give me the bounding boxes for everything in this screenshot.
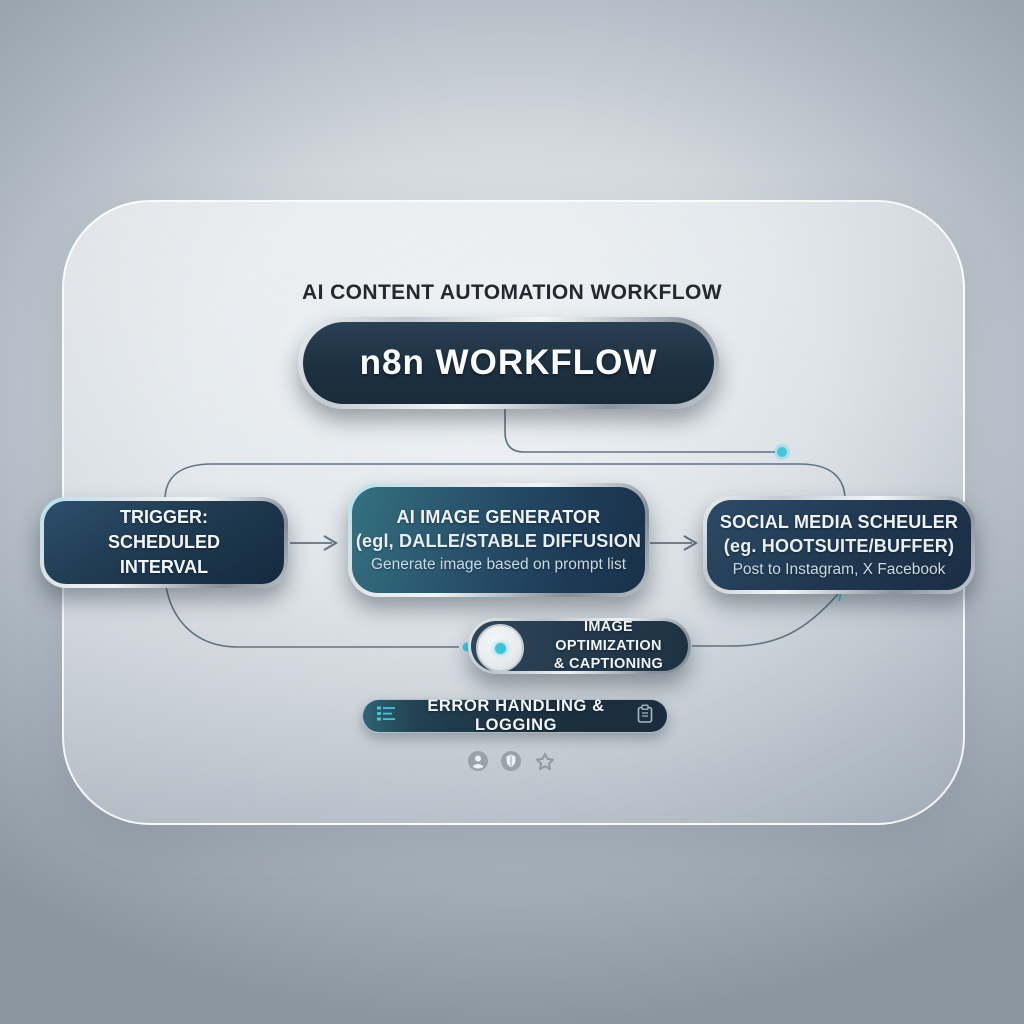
generator-description: Generate image based on prompt list — [370, 556, 627, 574]
node-error-handling: ERROR HANDLING & LOGGING — [362, 697, 668, 734]
generator-title: AI IMAGE GENERATOR — [396, 506, 601, 527]
trigger-line-2: SCHEDULED — [107, 532, 220, 553]
optimization-line-2: & CAPTIONING — [553, 656, 664, 673]
optimization-line-1: IMAGE OPTIMIZATION — [555, 618, 662, 654]
trigger-line-1: TRIGGER: — [120, 507, 208, 528]
teal-knob-dot-icon — [494, 642, 506, 654]
node-image-optimization: IMAGE OPTIMIZATION & CAPTIONING — [468, 618, 691, 674]
generator-subtitle: (egl, DALLE/STABLE DIFFUSION — [355, 530, 642, 551]
log-list-icon — [376, 704, 396, 729]
scheduler-title: SOCIAL MEDIA SCHEULER — [719, 511, 959, 532]
scheduler-description: Post to Instagram, X Facebook — [732, 561, 946, 579]
toggle-knob — [476, 624, 524, 672]
diagram-title: AI CONTENT AUTOMATION WORKFLOW — [302, 281, 722, 304]
user-badge-icon — [467, 750, 489, 774]
shield-badge-icon — [500, 750, 522, 774]
node-trigger: TRIGGER: SCHEDULED INTERVAL — [40, 497, 288, 588]
scheduler-subtitle: (eg. HOOTSUITE/BUFFER) — [723, 535, 955, 556]
node-social-media-scheduler: SOCIAL MEDIA SCHEULER (eg. HOOTSUITE/BUF… — [703, 496, 975, 594]
trigger-line-3: INTERVAL — [119, 556, 209, 577]
clipboard-icon — [636, 704, 654, 729]
error-handling-label: ERROR HANDLING & LOGGING — [427, 697, 605, 734]
footer-icons — [0, 750, 1024, 774]
node-ai-image-generator: AI IMAGE GENERATOR (egl, DALLE/STABLE DI… — [348, 483, 649, 597]
star-icon — [533, 750, 557, 774]
n8n-workflow-badge: n8n WORKFLOW — [298, 317, 719, 409]
n8n-workflow-label: n8n WORKFLOW — [359, 343, 658, 382]
